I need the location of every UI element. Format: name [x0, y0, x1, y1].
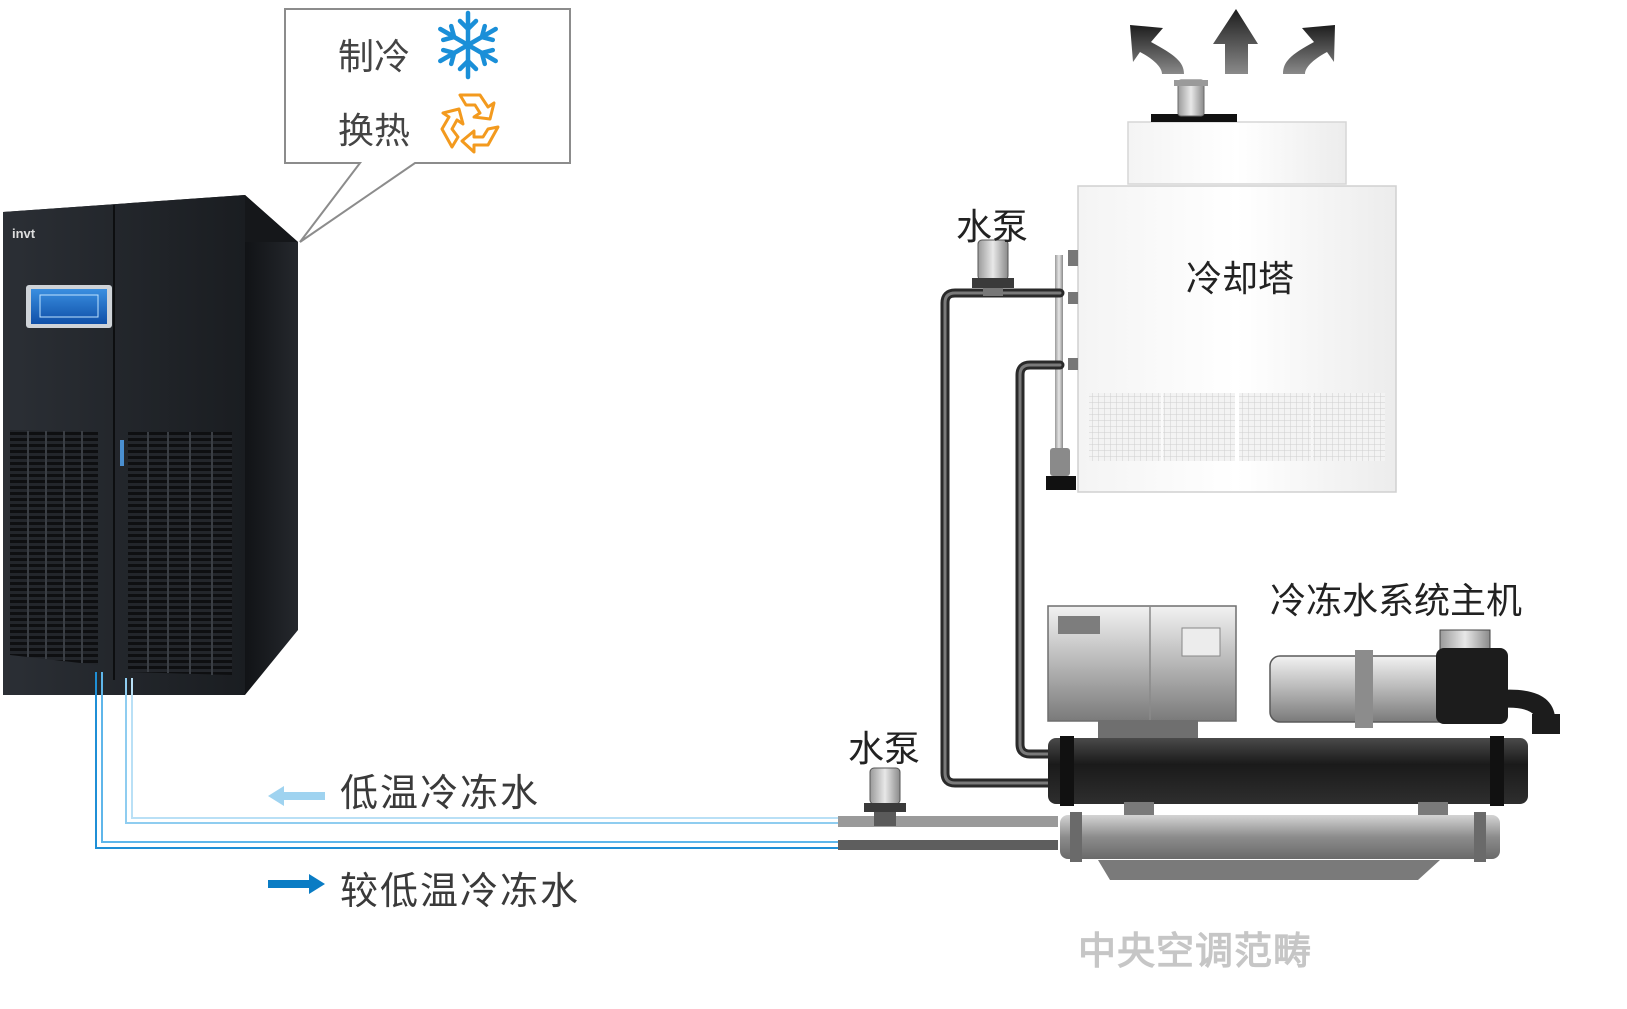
chiller-unit	[1047, 605, 1560, 880]
precision-ac-cabinet	[3, 195, 298, 695]
callout-label-cooling: 制冷	[338, 37, 411, 78]
callout-label-heat-exchange: 换热	[338, 111, 411, 152]
callout-bubble	[284, 8, 571, 243]
chilled-water-pipes	[95, 672, 840, 849]
cooling-tower	[1046, 79, 1397, 493]
condenser-water-pipes	[940, 288, 1065, 788]
cooling-tower-label: 冷却塔	[1186, 259, 1295, 300]
snowflake-icon	[438, 10, 498, 80]
central-ac-scope-caption: 中央空调范畴	[1078, 929, 1313, 973]
legend-lower-temp-label: 较低温冷冻水	[340, 869, 581, 913]
recycle-icon	[440, 93, 500, 154]
exhaust-arrows	[1130, 9, 1335, 74]
water-pump-bottom	[864, 767, 906, 826]
arrow-right-icon	[268, 874, 325, 894]
water-pump-top	[972, 239, 1014, 296]
brand-logo: invt	[12, 226, 36, 241]
legend-low-temp-label: 低温冷冻水	[340, 771, 541, 815]
pump-bottom-label: 水泵	[848, 729, 921, 770]
grey-pipes	[838, 816, 1058, 850]
chiller-label: 冷冻水系统主机	[1270, 581, 1523, 622]
pump-top-label: 水泵	[956, 207, 1029, 248]
arrow-left-icon	[268, 786, 325, 806]
